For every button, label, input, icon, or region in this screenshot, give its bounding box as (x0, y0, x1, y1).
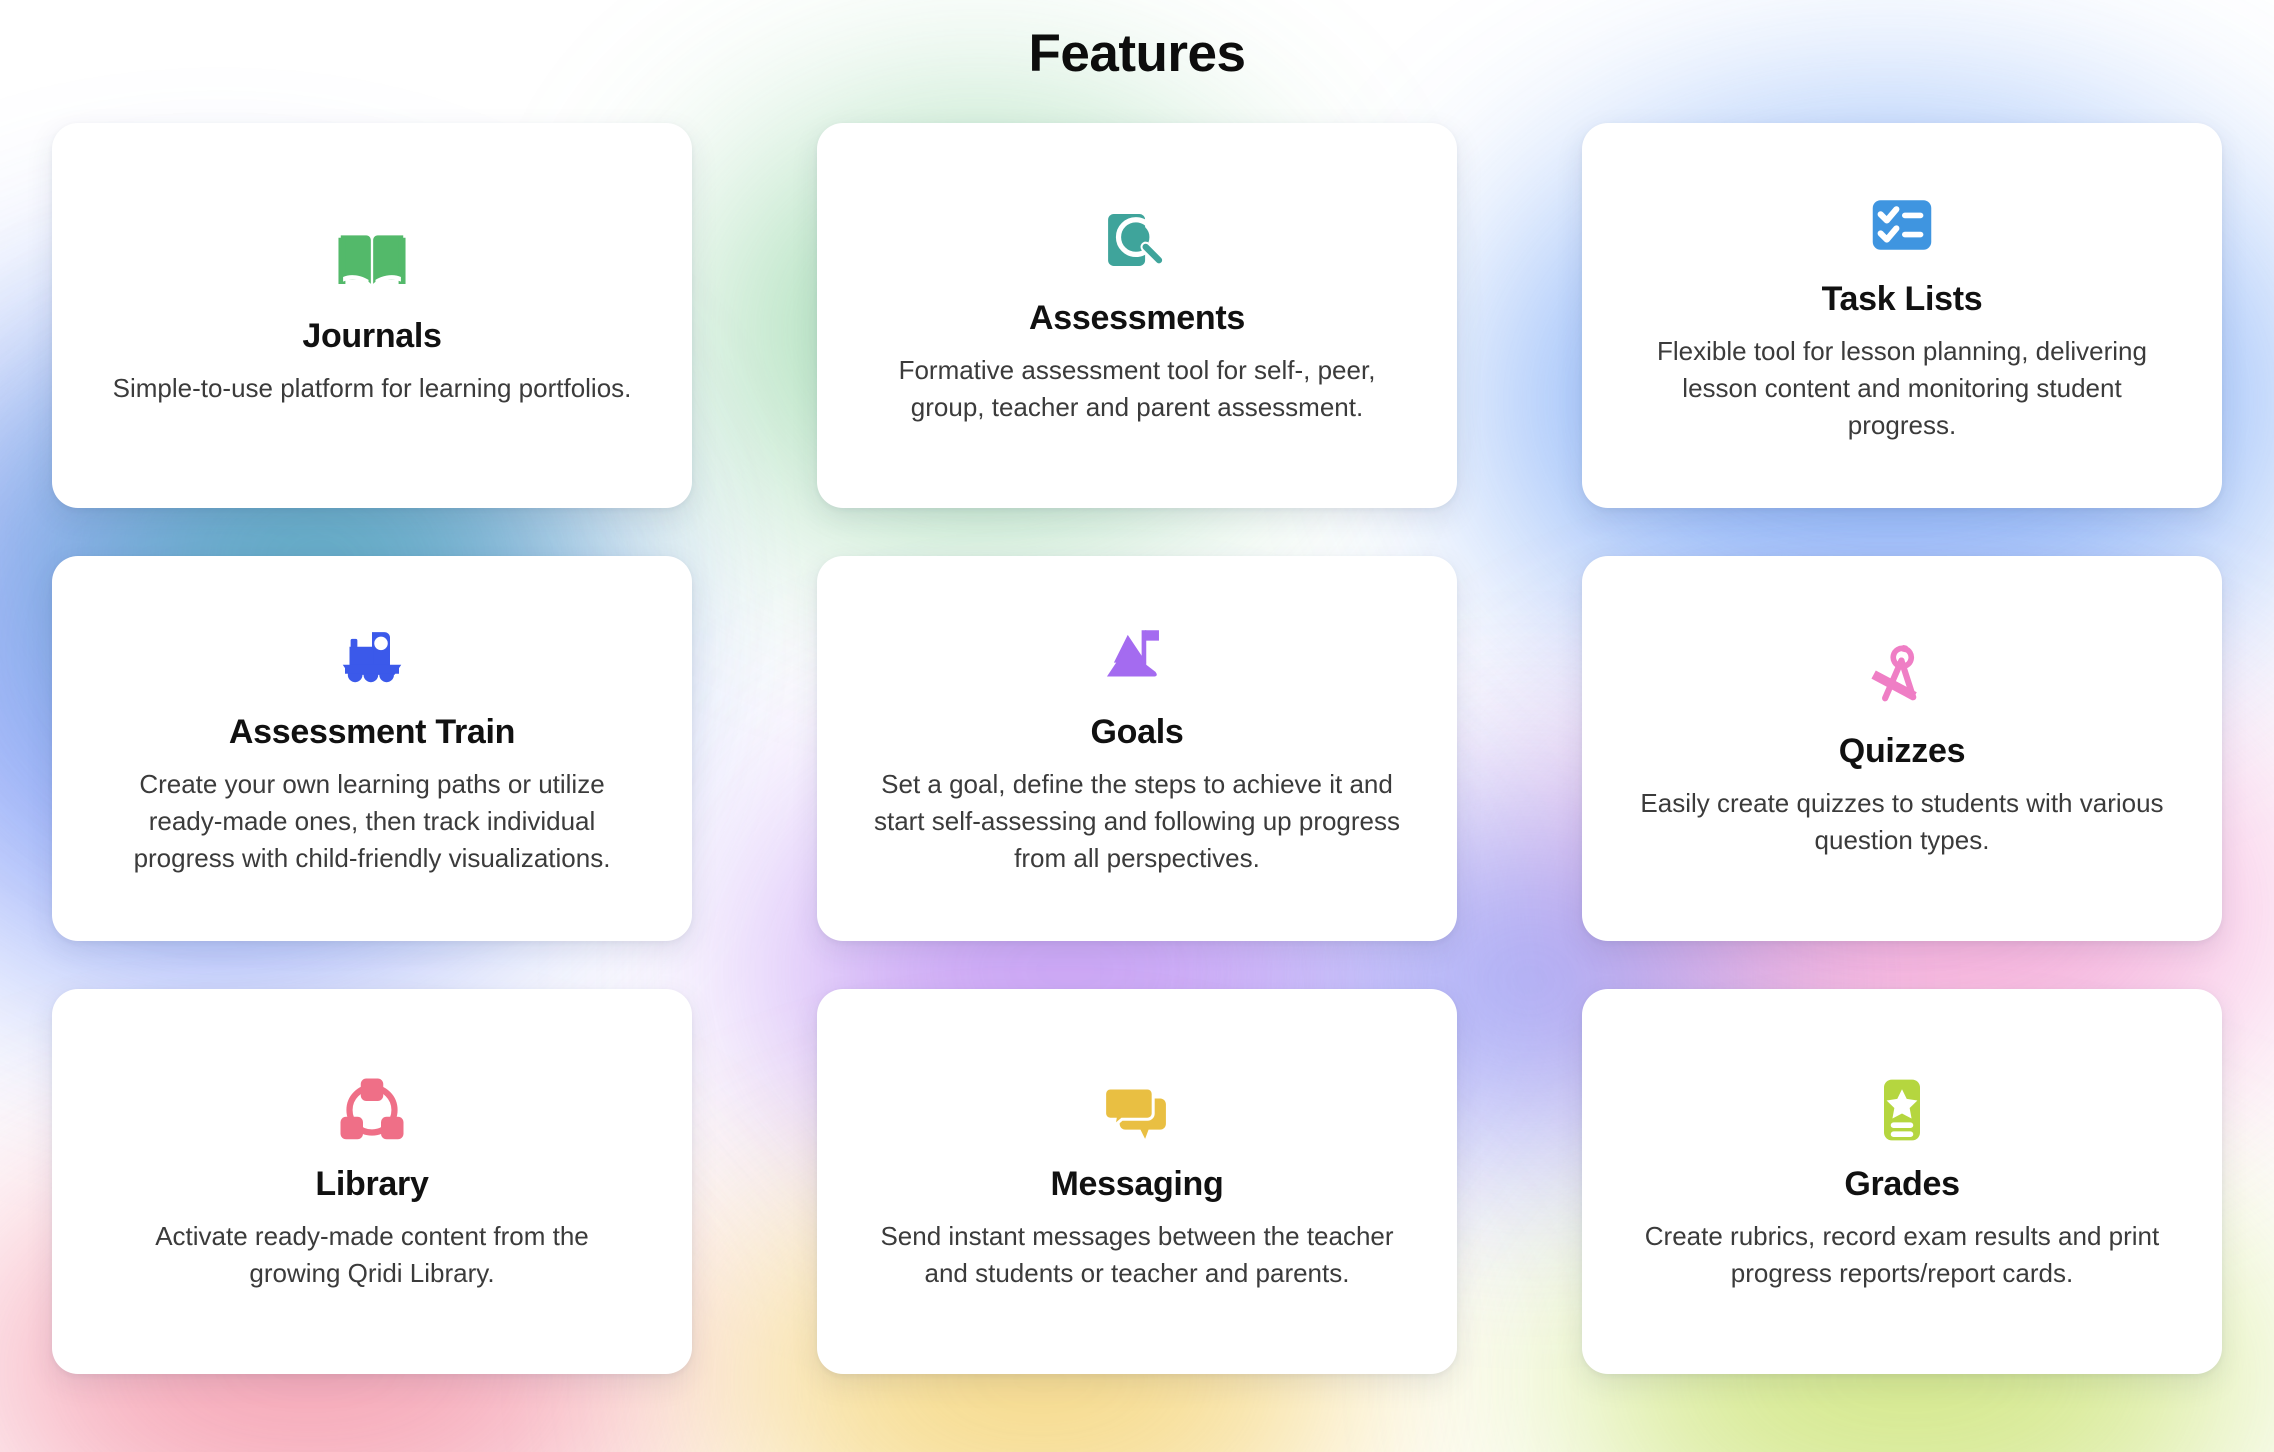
feature-card-title: Assessments (1029, 298, 1245, 337)
feature-card-description: Easily create quizzes to students with v… (1640, 787, 2164, 855)
checklist-icon (1866, 186, 1938, 264)
feature-card-title: Goals (1090, 713, 1184, 752)
feature-card-description: Formative assessment tool for self-, pee… (898, 354, 1376, 422)
feature-card-title: Messaging (1050, 1164, 1224, 1203)
feature-card-description: Simple-to-use platform for learning port… (112, 373, 632, 404)
network-nodes-icon (336, 1071, 408, 1149)
train-icon (336, 619, 408, 697)
feature-card-description: Create rubrics, record exam results and … (1644, 1220, 2160, 1288)
feature-card-description: Create your own learning paths or utiliz… (133, 769, 611, 874)
feature-card-title: Grades (1844, 1164, 1960, 1203)
feature-card-title: Journals (302, 317, 442, 356)
feature-card-title: Assessment Train (228, 713, 516, 752)
feature-card-title: Library (315, 1164, 429, 1203)
feature-card-title: Task Lists (1821, 280, 1983, 319)
open-book-icon (335, 223, 409, 301)
mountain-flag-icon (1100, 619, 1174, 697)
page-title: Features (1028, 24, 1246, 83)
feature-card-description: Set a goal, define the steps to achieve … (873, 769, 1401, 874)
feature-card-description: Send instant messages between the teache… (880, 1220, 1394, 1288)
feature-card-description: Flexible tool for lesson planning, deliv… (1657, 336, 2147, 441)
feature-card-description: Activate ready-made content from the gro… (155, 1220, 589, 1288)
compass-divider-icon (1866, 638, 1938, 716)
document-magnifier-icon (1100, 205, 1174, 283)
star-report-icon (1866, 1071, 1938, 1149)
feature-card-title: Quizzes (1838, 731, 1966, 770)
chat-bubbles-icon (1100, 1071, 1174, 1149)
